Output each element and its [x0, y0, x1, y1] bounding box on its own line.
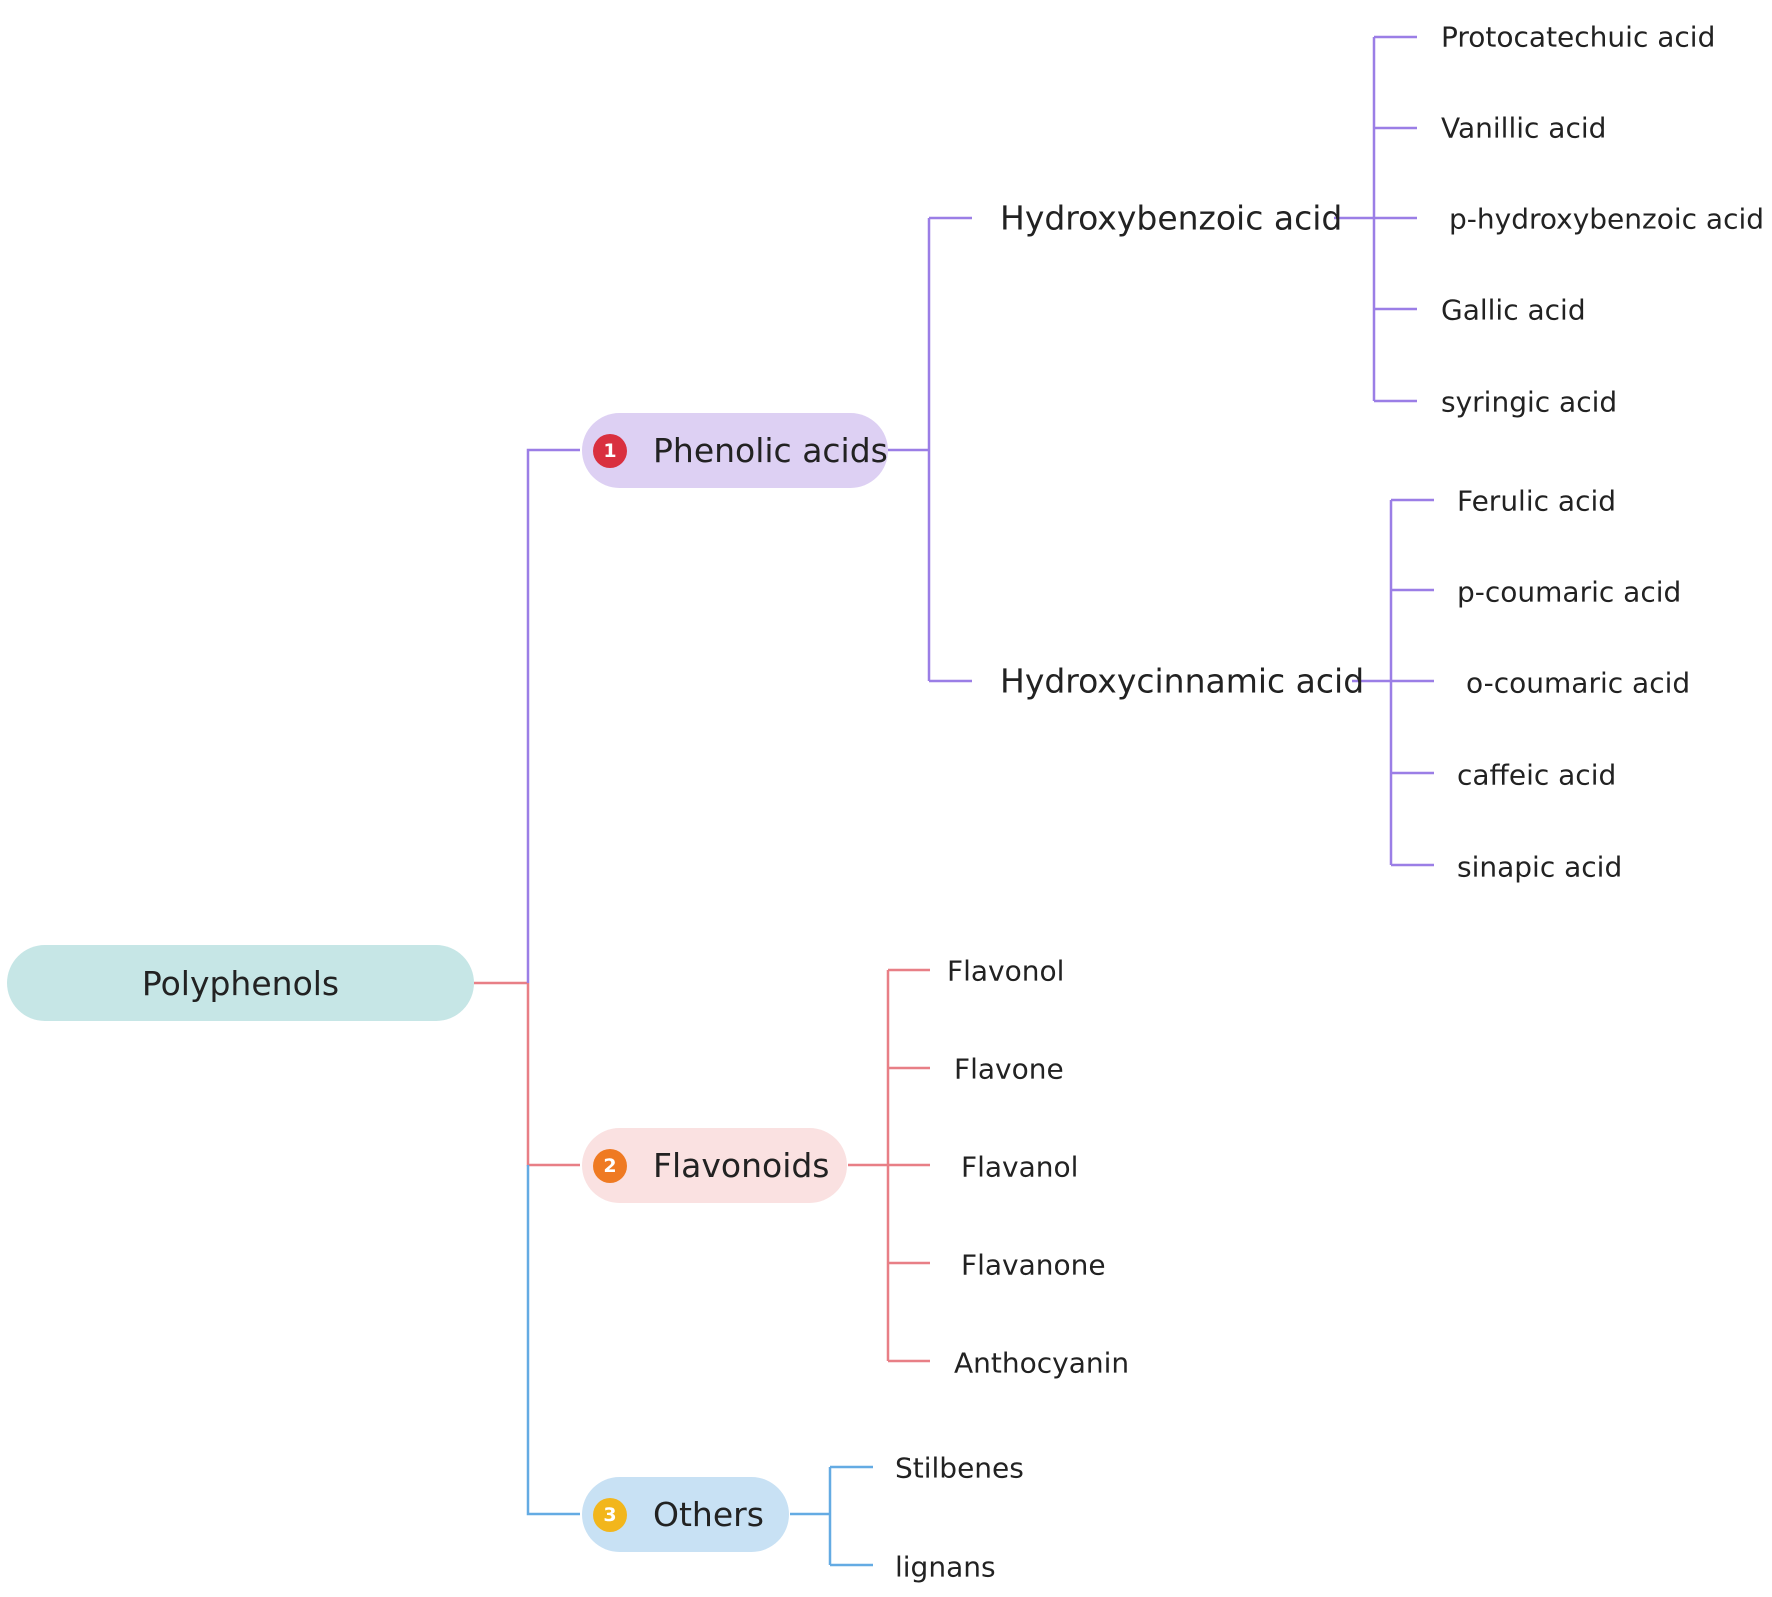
connector-trunk-phenolic — [526, 448, 580, 983]
leaf-item: Anthocyanin — [954, 1346, 1130, 1380]
connector-flavonoids-items — [848, 968, 930, 1363]
connector-hydroxycinnamic-items — [1352, 498, 1434, 867]
leaf-item: Flavone — [954, 1052, 1064, 1086]
number-one-badge-icon: 1 — [593, 433, 627, 468]
group-hydroxybenzoic-acid: Hydroxybenzoic acid — [1000, 198, 1343, 238]
number-two-badge-icon: 2 — [593, 1148, 627, 1183]
leaf-item: Protocatechuic acid — [1441, 20, 1716, 54]
branch-label: Others — [653, 1495, 764, 1534]
number-three-badge-icon: 3 — [593, 1497, 627, 1532]
leaf-item: p-coumaric acid — [1457, 575, 1682, 609]
connector-trunk-flavonoids — [526, 983, 580, 1167]
connector-phenolic-groups — [888, 216, 972, 683]
leaf-item: syringic acid — [1441, 385, 1618, 419]
connector-hydroxybenzoic-items — [1334, 35, 1417, 403]
connector-trunk-others — [526, 1165, 580, 1516]
leaf-item: Vanillic acid — [1441, 111, 1607, 145]
leaf-item: caffeic acid — [1457, 758, 1617, 792]
leaf-item: Gallic acid — [1441, 293, 1586, 327]
leaf-item: p-hydroxybenzoic acid — [1449, 202, 1765, 236]
branch-label: Flavonoids — [653, 1146, 830, 1185]
leaf-item: Flavonol — [947, 954, 1065, 988]
leaf-item: sinapic acid — [1457, 850, 1623, 884]
branch-phenolic-acids: 1 Phenolic acids — [582, 413, 888, 488]
leaf-item: Stilbenes — [895, 1451, 1024, 1485]
leaf-item: Ferulic acid — [1457, 484, 1617, 518]
root-node: Polyphenols — [7, 945, 474, 1021]
branch-others: 3 Others — [582, 1477, 789, 1552]
leaf-item: Flavanone — [961, 1248, 1106, 1282]
root-label: Polyphenols — [141, 963, 340, 1003]
leaf-item: o-coumaric acid — [1466, 666, 1691, 700]
connector-others-items — [790, 1465, 873, 1567]
branch-flavonoids: 2 Flavonoids — [582, 1128, 847, 1203]
branch-label: Phenolic acids — [653, 431, 888, 470]
group-hydroxycinnamic-acid: Hydroxycinnamic acid — [1000, 661, 1365, 701]
leaf-item: lignans — [895, 1550, 996, 1584]
leaf-item: Flavanol — [961, 1150, 1079, 1184]
